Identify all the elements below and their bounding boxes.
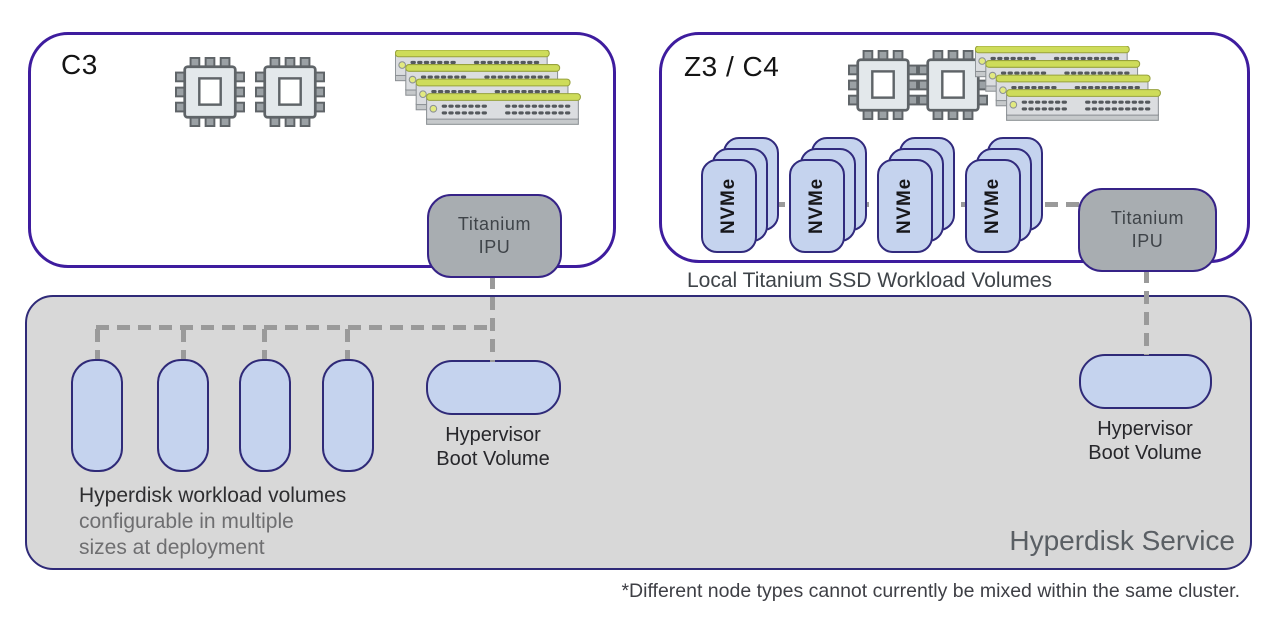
nvme-card-stack: NVMe — [701, 137, 779, 255]
cpu-chip-icon — [175, 57, 245, 127]
titanium-ipu-label-line1: Titanium — [457, 213, 532, 234]
nvme-label: NVMe — [982, 178, 1003, 234]
memory-dimm-stack-icon — [975, 46, 1165, 125]
boot-volume-label-left: Hypervisor Boot Volume — [413, 423, 573, 471]
workload-volumes-caption: Hyperdisk workload volumes configurable … — [79, 483, 346, 561]
nvme-card: NVMe — [789, 159, 845, 253]
titanium-ipu-label-line2: IPU — [1131, 231, 1164, 251]
hyperdisk-service-box: Hypervisor Boot Volume Hypervisor Boot V… — [25, 295, 1252, 570]
local-ssd-caption: Local Titanium SSD Workload Volumes — [687, 269, 1052, 292]
workload-volumes-caption-line2: configurable in multiple — [79, 510, 294, 533]
nvme-label: NVMe — [718, 178, 739, 234]
workload-volumes-caption-line1: Hyperdisk workload volumes — [79, 484, 347, 507]
c3-node-title: C3 — [61, 49, 98, 80]
ipu-drop-line-right — [1144, 270, 1149, 355]
boot-volume-label-line2: Boot Volume — [436, 448, 550, 470]
cpu-chip-icon — [255, 57, 325, 127]
nvme-card-stack: NVMe — [789, 137, 867, 255]
titanium-ipu-label-line1: Titanium — [1110, 207, 1185, 228]
hyperdisk-workload-volume — [157, 359, 209, 472]
volume-connector-stub — [95, 329, 100, 359]
titanium-ipu-right: Titanium IPU — [1078, 188, 1217, 272]
boot-volume-label-line1: Hypervisor — [1097, 418, 1193, 440]
nvme-card: NVMe — [877, 159, 933, 253]
hyperdisk-bus-line — [96, 325, 492, 330]
nvme-label: NVMe — [894, 178, 915, 234]
c3-node-box: C3 — [28, 32, 616, 268]
titanium-ipu-left: Titanium IPU — [427, 194, 562, 278]
memory-dimm-stack-icon — [395, 50, 585, 129]
volume-connector-stub — [181, 329, 186, 359]
hyperdisk-workload-volume — [322, 359, 374, 472]
service-label: Hyperdisk Service — [1009, 525, 1235, 556]
boot-volume-label-line1: Hypervisor — [445, 424, 541, 446]
ipu-drop-line-left — [490, 276, 495, 362]
nvme-card: NVMe — [965, 159, 1021, 253]
workload-volumes-caption-line3: sizes at deployment — [79, 536, 265, 559]
nvme-card: NVMe — [701, 159, 757, 253]
titanium-ipu-label-line2: IPU — [478, 237, 511, 257]
nvme-card-stack: NVMe — [877, 137, 955, 255]
hypervisor-boot-volume-right — [1079, 354, 1212, 409]
boot-volume-label-right: Hypervisor Boot Volume — [1065, 417, 1225, 465]
hyperdisk-workload-volume — [239, 359, 291, 472]
cpu-chip-icon — [848, 50, 918, 120]
hyperdisk-workload-volume — [71, 359, 123, 472]
nvme-label: NVMe — [806, 178, 827, 234]
nvme-card-stack: NVMe — [965, 137, 1043, 255]
volume-connector-stub — [345, 329, 350, 359]
boot-volume-label-line2: Boot Volume — [1088, 442, 1202, 464]
footnote: *Different node types cannot currently b… — [621, 580, 1240, 602]
hypervisor-boot-volume-left — [426, 360, 561, 415]
volume-connector-stub — [262, 329, 267, 359]
z3-c4-node-title: Z3 / C4 — [684, 51, 780, 82]
